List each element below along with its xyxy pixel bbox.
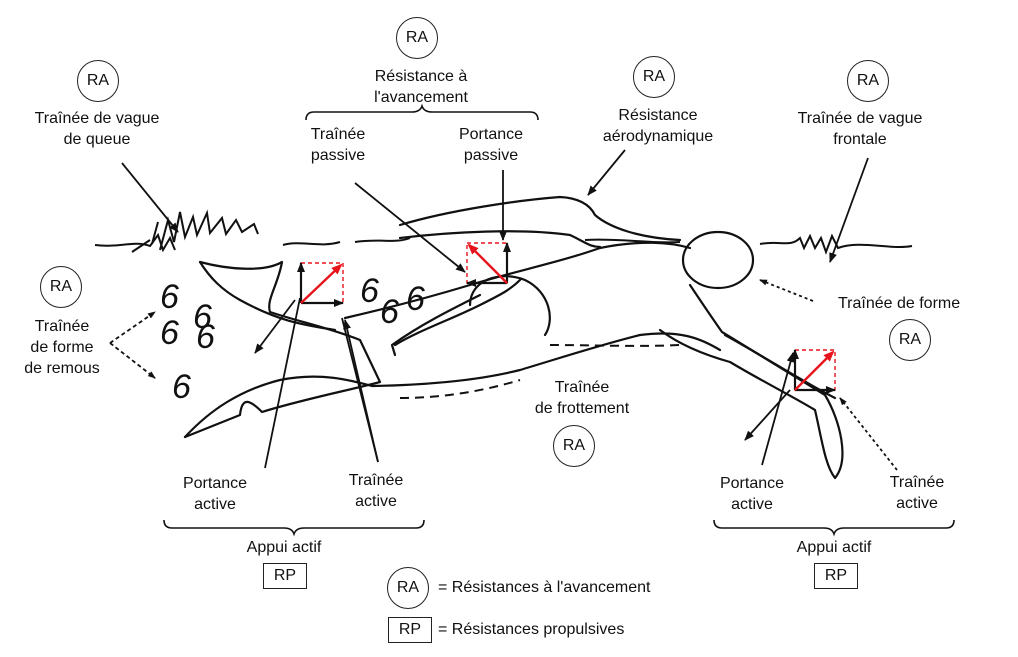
braces — [163, 103, 955, 537]
legend-rp-badge: RP — [388, 617, 432, 643]
eddies: 6 6 6 6 6 6 6 6 — [160, 272, 425, 406]
force-vectors-hand — [791, 349, 836, 394]
svg-text:6: 6 — [196, 318, 215, 356]
force-vectors-foot — [297, 262, 344, 307]
svg-text:6: 6 — [193, 298, 212, 336]
rp-badge-right: RP — [814, 563, 858, 589]
label-appui-actif-right: Appui actif — [796, 539, 872, 556]
rp-badge-left: RP — [263, 563, 307, 589]
legend-ra-text: = Résistances à l'avancement — [438, 579, 651, 596]
label-appui-actif-left: Appui actif — [246, 539, 322, 556]
ra-badge-aero: RA — [633, 56, 675, 98]
svg-text:6: 6 — [160, 314, 179, 352]
label-trainee-forme: Traînée de forme — [838, 295, 961, 312]
svg-text:6: 6 — [172, 368, 191, 406]
force-vectors-hip — [466, 242, 511, 287]
ra-badge-vague-frontale: RA — [847, 60, 889, 102]
svg-text:6: 6 — [160, 278, 179, 316]
pointer-arrows — [109, 149, 898, 471]
ra-badge-avancement: RA — [396, 17, 438, 59]
svg-text:6: 6 — [406, 280, 425, 318]
ra-badge-forme-remous: RA — [40, 266, 82, 308]
swimmer-silhouette — [183, 195, 844, 480]
legend-ra-badge: RA — [387, 567, 429, 609]
svg-text:6: 6 — [360, 272, 379, 310]
ra-badge-forme: RA — [889, 319, 931, 361]
ra-badge-frottement: RA — [553, 425, 595, 467]
svg-text:6: 6 — [380, 293, 399, 331]
friction-dashed-lines — [399, 344, 681, 399]
ra-badge-vague-queue: RA — [77, 60, 119, 102]
legend-rp-text: = Résistances propulsives — [438, 621, 625, 638]
